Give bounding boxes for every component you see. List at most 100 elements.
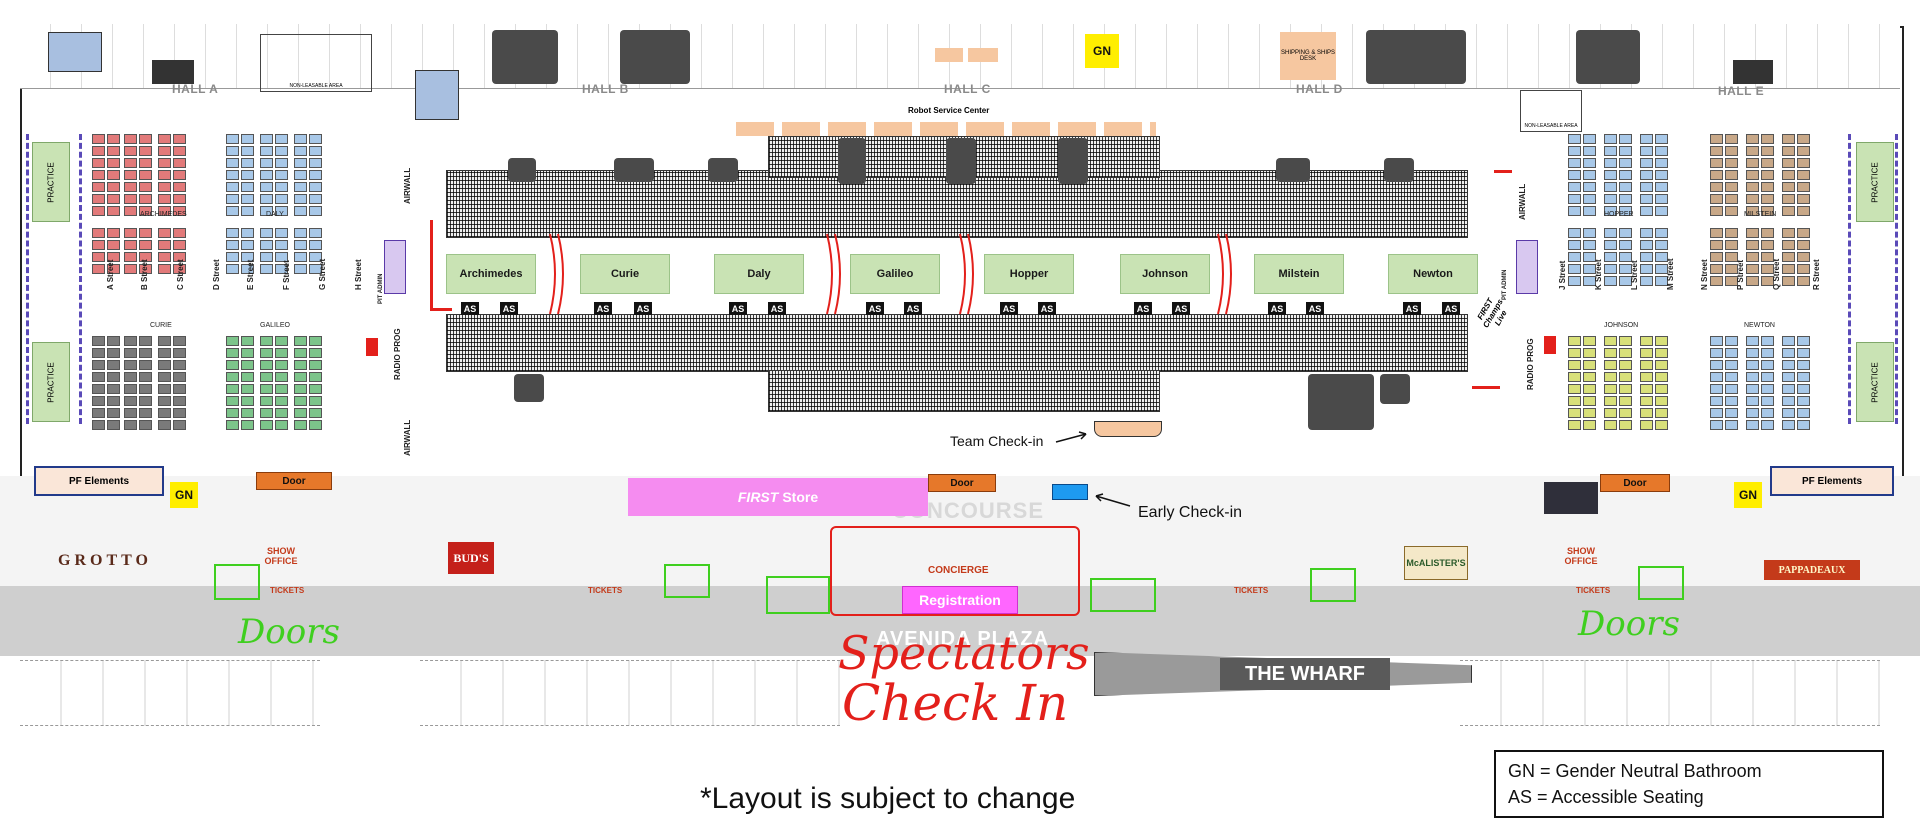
pits-johnson-bottom-3 <box>1640 336 1668 430</box>
service-block <box>1544 482 1598 514</box>
tickets-label: TICKETS <box>270 586 305 595</box>
door-left: Door <box>256 472 332 490</box>
pits-daly-mid-2 <box>260 228 288 274</box>
accessible-seating-tag: AS <box>634 302 652 315</box>
pits-milstein-mid-3 <box>1782 228 1810 286</box>
hall-label-a: HALL A <box>172 82 219 96</box>
equipment-pod <box>508 158 536 182</box>
airwall-right-label: AIRWALL <box>1518 183 1527 220</box>
accessible-seating-tag: AS <box>1306 302 1324 315</box>
airwall-left-label: AIRWALL <box>403 167 412 204</box>
equipment-pod <box>1308 374 1374 430</box>
vendor-grotto: GROTTO <box>58 552 152 569</box>
pits-hopper-mid-2 <box>1604 228 1632 286</box>
road-lane-right <box>1460 660 1880 726</box>
street-m: M Street <box>1666 258 1675 290</box>
entry-door-highlight[interactable] <box>1090 578 1156 612</box>
street-n: N Street <box>1700 259 1709 290</box>
street-c: C Street <box>176 259 185 290</box>
accessible-seating-tag: AS <box>1268 302 1286 315</box>
accessible-seating-tag: AS <box>1000 302 1018 315</box>
road-lane-left <box>20 660 320 726</box>
early-check-in-desk <box>1052 484 1088 500</box>
non-leasable-right-label: NON-LEASABLE AREA <box>1524 123 1578 129</box>
pits-curie-bottom-2 <box>124 336 152 430</box>
accessible-seating-tag: AS <box>500 302 518 315</box>
dark-room <box>1366 30 1466 84</box>
early-check-in-label: Early Check-in <box>1138 504 1243 521</box>
pits-hopper-top-2 <box>1604 134 1632 216</box>
street-d: D Street <box>212 259 221 290</box>
registration-desk: Registration <box>902 586 1018 614</box>
handwritten-doors-left: Doors <box>238 612 340 652</box>
tickets-label: TICKETS <box>588 586 623 595</box>
pits-newton-bottom-3 <box>1782 336 1810 430</box>
pits-hopper-mid-3 <box>1640 228 1668 286</box>
spectator-check-in-area <box>830 526 1080 616</box>
equipment-pod <box>1058 138 1088 184</box>
legend-as: AS = Accessible Seating <box>1508 787 1704 807</box>
pit-admin-left-label: PIT ADMIN <box>378 273 384 304</box>
dark-room <box>492 30 558 84</box>
service-block <box>1733 60 1773 84</box>
street-h: H Street <box>354 259 363 290</box>
hall-label-d: HALL D <box>1296 82 1343 96</box>
field-daly: Daly <box>714 254 804 294</box>
pits-daly-top-2 <box>260 134 288 216</box>
layout-disclaimer: *Layout is subject to change <box>700 782 1076 815</box>
the-wharf: THE WHARF <box>1220 658 1390 690</box>
entry-door-highlight[interactable] <box>766 576 830 614</box>
hall-label-c: HALL C <box>944 82 991 96</box>
entry-door-highlight[interactable] <box>664 564 710 598</box>
door-center: Door <box>928 474 996 492</box>
pits-galileo-bottom <box>226 336 254 430</box>
tickets-label: TICKETS <box>1576 586 1611 595</box>
entry-door-highlight[interactable] <box>1638 566 1684 600</box>
pits-newton-bottom-2 <box>1746 336 1774 430</box>
equipment-pod <box>946 138 976 184</box>
pit-admin-right-label: PIT ADMIN <box>1502 269 1508 300</box>
pit-label-archimedes: ARCHIMEDES <box>140 211 187 218</box>
street-b: B Street <box>140 259 149 290</box>
equipment-pod <box>1276 158 1310 182</box>
field-hopper: Hopper <box>984 254 1074 294</box>
pits-johnson-bottom-2 <box>1604 336 1632 430</box>
pits-archimedes-mid-2 <box>124 228 152 274</box>
pits-galileo-bottom-2 <box>260 336 288 430</box>
field-curie: Curie <box>580 254 670 294</box>
exit-sign <box>1544 336 1556 354</box>
field-milstein: Milstein <box>1254 254 1344 294</box>
accessible-seating-tag: AS <box>866 302 884 315</box>
practice-right-bottom: PRACTICE <box>1856 342 1894 422</box>
street-q: Q Street <box>1772 258 1781 290</box>
accessible-seating-tag: AS <box>1134 302 1152 315</box>
street-f: F Street <box>282 260 291 290</box>
pits-archimedes-top-2 <box>124 134 152 216</box>
red-barrier <box>1472 386 1500 389</box>
pit-label-johnson: JOHNSON <box>1604 322 1639 329</box>
street-k: K Street <box>1594 259 1603 290</box>
robot-service-center-label: Robot Service Center <box>908 106 990 115</box>
entry-door-highlight[interactable] <box>214 564 260 600</box>
team-check-in-desk <box>1094 421 1162 437</box>
pits-hopper-mid <box>1568 228 1596 286</box>
concourse-floor <box>0 476 1920 656</box>
pf-elements-left: PF Elements <box>34 466 164 496</box>
street-r: R Street <box>1812 259 1821 290</box>
field-galileo: Galileo <box>850 254 940 294</box>
pits-hopper-top-3 <box>1640 134 1668 216</box>
accessible-seating-tag: AS <box>461 302 479 315</box>
street-e: E Street <box>246 259 255 290</box>
pits-archimedes-mid-3 <box>158 228 186 274</box>
tickets-label: TICKETS <box>1234 586 1269 595</box>
street-l: L Street <box>1630 260 1639 290</box>
red-barrier <box>1494 170 1512 173</box>
equipment-pod <box>1384 158 1414 182</box>
pits-johnson-bottom <box>1568 336 1596 430</box>
accessible-seating-tag: AS <box>729 302 747 315</box>
arena-bottom-stands <box>768 370 1160 412</box>
pf-elements-right: PF Elements <box>1770 466 1894 496</box>
street-p: P Street <box>1736 259 1745 290</box>
pits-archimedes-top-3 <box>158 134 186 216</box>
entry-door-highlight[interactable] <box>1310 568 1356 602</box>
